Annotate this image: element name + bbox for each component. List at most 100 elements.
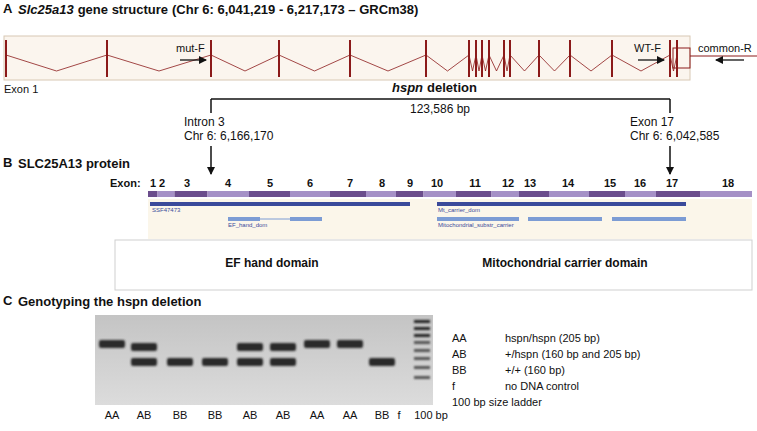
intron-line bbox=[107, 55, 211, 71]
label: no DNA control bbox=[505, 380, 579, 393]
exon-line bbox=[210, 40, 212, 77]
label: (Chr 6: 6,041,219 - 6,217,173 – GRCm38) bbox=[172, 3, 418, 18]
label: 5 bbox=[267, 177, 273, 190]
label: 7 bbox=[347, 177, 353, 190]
gel-band bbox=[202, 358, 228, 366]
label: Slc25a13 bbox=[18, 3, 74, 18]
intron-line bbox=[489, 55, 504, 71]
label: EF_hand_dom bbox=[228, 222, 267, 229]
label: Mitochondrial carrier domain bbox=[482, 257, 647, 271]
primer-arrow bbox=[638, 59, 664, 60]
intron-line bbox=[350, 55, 426, 71]
gel-band bbox=[99, 340, 125, 348]
track-ground bbox=[148, 199, 752, 239]
label: Intron 3 bbox=[184, 116, 225, 130]
label: 11 bbox=[469, 177, 481, 190]
ef-bar bbox=[228, 217, 260, 221]
label: 17 bbox=[666, 177, 678, 190]
exon-line bbox=[106, 40, 108, 77]
intron-line bbox=[612, 55, 670, 71]
label: gene structure bbox=[78, 3, 168, 18]
exon-segment bbox=[549, 191, 589, 197]
label: AA bbox=[343, 409, 358, 422]
label: BB bbox=[452, 364, 467, 377]
gel-band bbox=[131, 358, 157, 366]
label: WT-F bbox=[634, 42, 661, 55]
exon-line bbox=[676, 40, 678, 77]
label: 1 bbox=[150, 177, 156, 190]
label: EF hand domain bbox=[225, 257, 318, 271]
exon-line bbox=[425, 40, 427, 77]
gel-band bbox=[167, 358, 193, 366]
exon-segment bbox=[456, 191, 492, 197]
carrier-bar bbox=[437, 217, 519, 221]
label: deletion bbox=[427, 81, 477, 96]
label: A bbox=[3, 2, 12, 17]
label: BB bbox=[375, 409, 390, 422]
gel-image bbox=[95, 315, 433, 405]
label: 13 bbox=[524, 177, 536, 190]
exon-line bbox=[611, 40, 613, 77]
ladder-band bbox=[414, 366, 430, 369]
exon-segment bbox=[330, 191, 366, 197]
label: Exon: bbox=[110, 177, 141, 190]
intron-line bbox=[510, 55, 539, 71]
intron-line bbox=[279, 55, 350, 71]
ladder-band bbox=[414, 376, 430, 379]
exon-line bbox=[349, 40, 351, 77]
label: 14 bbox=[562, 177, 574, 190]
exon-segment bbox=[519, 191, 549, 197]
exon-segment bbox=[249, 191, 290, 197]
label: 2 bbox=[159, 177, 165, 190]
exon-line bbox=[538, 40, 540, 77]
label: AA bbox=[452, 332, 467, 345]
label: AA bbox=[105, 409, 120, 422]
label: 4 bbox=[225, 177, 231, 190]
primer-arrow bbox=[716, 59, 744, 60]
label: BB bbox=[173, 409, 188, 422]
ladder-band bbox=[414, 357, 430, 360]
carrier-bar bbox=[612, 217, 686, 221]
label: hspn bbox=[392, 81, 423, 96]
exon-segment bbox=[148, 191, 158, 197]
exon-segment bbox=[366, 191, 396, 197]
ef-bar bbox=[290, 217, 322, 221]
label: f bbox=[452, 380, 455, 393]
domain-box bbox=[115, 240, 752, 290]
gel-band bbox=[237, 343, 263, 351]
intron-line bbox=[211, 55, 279, 71]
label: 3 bbox=[184, 177, 190, 190]
exon-line bbox=[509, 40, 511, 77]
label: Genotyping the hspn deletion bbox=[18, 295, 201, 310]
label: mut-F bbox=[176, 42, 205, 55]
label: Mt_carrier_dom bbox=[438, 207, 480, 214]
ladder-band bbox=[414, 320, 430, 323]
label: +/+ (160 bp) bbox=[505, 364, 565, 377]
label: 16 bbox=[634, 177, 646, 190]
gel-band bbox=[131, 343, 157, 351]
label: AB bbox=[243, 409, 258, 422]
gene-box bbox=[4, 36, 690, 80]
gel-band bbox=[237, 358, 263, 366]
label: Exon 1 bbox=[4, 83, 38, 96]
label: hspn/hspn (205 bp) bbox=[505, 332, 600, 345]
ladder-band bbox=[414, 334, 430, 337]
exon-segment bbox=[656, 191, 700, 197]
label: 8 bbox=[379, 177, 385, 190]
gel-band bbox=[270, 343, 296, 351]
label: SLC25A13 protein bbox=[18, 157, 130, 172]
exon-segment bbox=[290, 191, 330, 197]
label: 100 bp bbox=[414, 409, 448, 422]
utr-box bbox=[673, 48, 690, 68]
intron-line bbox=[482, 55, 489, 71]
label: 100 bp size ladder bbox=[452, 396, 542, 409]
exon-segment bbox=[175, 191, 208, 197]
label: AB bbox=[452, 348, 467, 361]
label: AB bbox=[137, 409, 152, 422]
label: f bbox=[397, 409, 400, 422]
protein-tracks bbox=[115, 191, 752, 290]
intron-line bbox=[539, 55, 570, 71]
exon-line bbox=[569, 40, 571, 77]
intron-line bbox=[570, 55, 612, 71]
